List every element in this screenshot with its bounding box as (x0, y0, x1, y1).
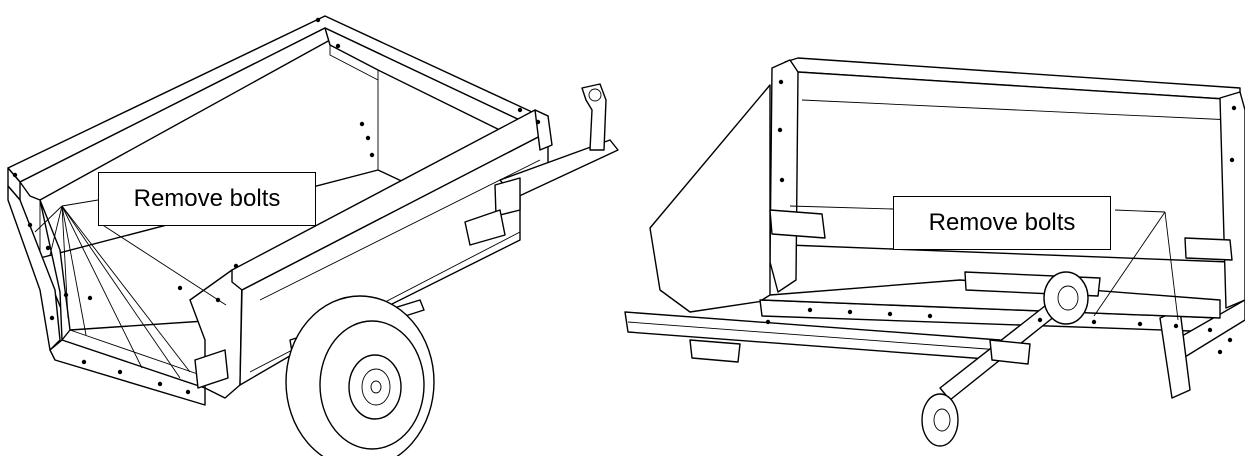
left-cart-figure (7, 15, 619, 456)
remove-bolts-callout-left: Remove bolts (98, 172, 316, 226)
remove-bolts-callout-right: Remove bolts (893, 196, 1111, 250)
dump-cart-icon (7, 15, 619, 456)
